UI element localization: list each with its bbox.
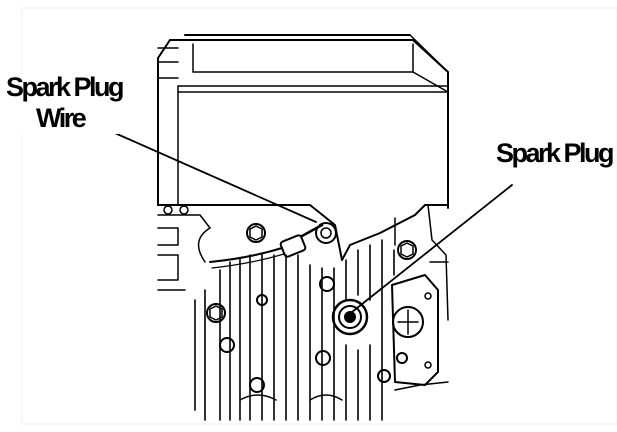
cooling-fins — [194, 239, 395, 421]
spark-plug-shape — [331, 298, 369, 336]
engine-shroud — [157, 34, 449, 209]
side-plate — [391, 261, 449, 391]
spark-plug-wire-shape — [209, 222, 337, 269]
scan-frame — [21, 7, 617, 425]
wire-leader-line — [107, 129, 317, 223]
wire-label-line-2: Wire — [36, 103, 87, 133]
cylinder-head — [157, 204, 449, 321]
bosses — [206, 223, 417, 401]
wire-label-line-1: Spark Plug — [6, 72, 125, 102]
plug-leader-line — [351, 184, 513, 313]
spark-plug-label: Spark Plug — [496, 138, 615, 169]
spark-plug-wire-label: Spark Plug Wire — [6, 72, 125, 134]
